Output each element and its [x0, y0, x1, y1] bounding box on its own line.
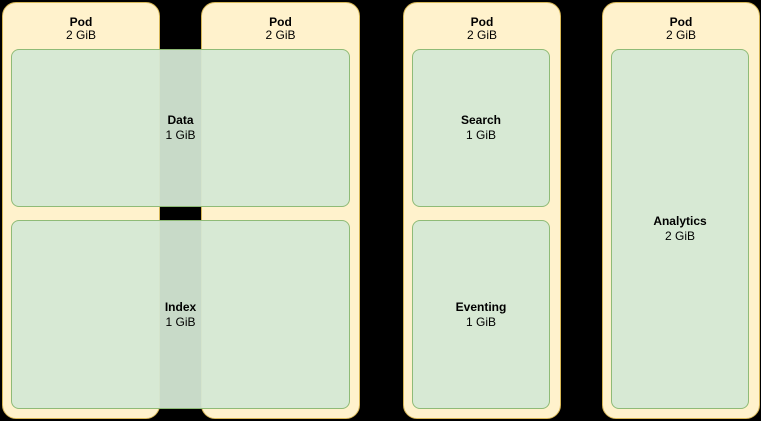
service-name: Analytics: [653, 214, 707, 228]
service-index-box: Index 1 GiB: [11, 220, 350, 409]
service-index-label: Index 1 GiB: [165, 300, 196, 330]
service-size: 1 GiB: [165, 314, 196, 329]
pod-4-header: Pod 2 GiB: [603, 16, 759, 41]
service-size: 2 GiB: [664, 229, 695, 243]
pod-title: Pod: [669, 15, 693, 29]
pod-size: 2 GiB: [665, 28, 696, 42]
service-name: Index: [164, 299, 197, 314]
service-data-box: Data 1 GiB: [11, 49, 350, 207]
pod-size: 2 GiB: [65, 28, 96, 42]
pod-size: 2 GiB: [265, 28, 296, 42]
service-search-box: Search 1 GiB: [412, 49, 550, 207]
service-search-label: Search 1 GiB: [461, 113, 501, 143]
pod-3-header: Pod 2 GiB: [404, 16, 560, 41]
service-data-label: Data 1 GiB: [165, 113, 195, 143]
pod-1-header: Pod 2 GiB: [3, 16, 159, 41]
service-eventing-box: Eventing 1 GiB: [412, 220, 550, 409]
service-analytics-box: Analytics 2 GiB: [611, 49, 749, 409]
service-name: Search: [460, 113, 502, 127]
service-name: Eventing: [455, 299, 507, 314]
pod-title: Pod: [470, 15, 494, 29]
pod-2-header: Pod 2 GiB: [202, 16, 359, 41]
service-size: 1 GiB: [465, 314, 496, 329]
service-name: Data: [167, 113, 194, 127]
pod-title: Pod: [69, 15, 93, 29]
service-analytics-label: Analytics 2 GiB: [653, 214, 706, 244]
service-eventing-label: Eventing 1 GiB: [456, 300, 507, 330]
pod-title: Pod: [269, 15, 292, 29]
service-size: 1 GiB: [165, 128, 196, 142]
service-size: 1 GiB: [465, 128, 496, 142]
pod-size: 2 GiB: [466, 28, 497, 42]
